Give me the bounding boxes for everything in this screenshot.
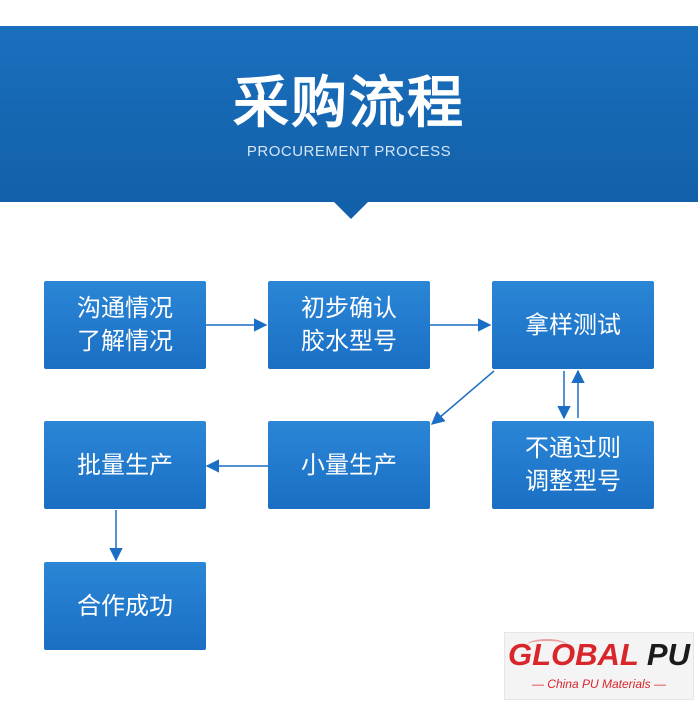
step-sample-label: 拿样测试 bbox=[525, 310, 621, 339]
step-success-label: 合作成功 bbox=[77, 591, 173, 620]
step-understand-label: 沟通情况 了解情况 bbox=[77, 294, 173, 355]
header-banner bbox=[0, 26, 698, 202]
step-small-batch-label: 小量生产 bbox=[301, 450, 397, 479]
step-understand: 沟通情况 了解情况 bbox=[44, 281, 206, 369]
step-confirm: 初步确认 胶水型号 bbox=[268, 281, 430, 369]
arrow-sample-to-small-batch bbox=[430, 370, 495, 425]
header-notch bbox=[333, 201, 369, 219]
brand-logo: GLOBAL PU — China PU Materials — bbox=[504, 632, 694, 700]
page-title: 采购流程 bbox=[233, 71, 465, 136]
step-success: 合作成功 bbox=[44, 562, 206, 650]
step-mass: 批量生产 bbox=[44, 421, 206, 509]
step-adjust-label: 不通过则 调整型号 bbox=[525, 434, 621, 495]
logo-swoosh-icon bbox=[527, 639, 567, 651]
logo-wordmark-dark: PU bbox=[638, 637, 690, 672]
logo-wordmark: GLOBAL PU bbox=[505, 637, 693, 673]
step-adjust: 不通过则 调整型号 bbox=[492, 421, 654, 509]
step-sample: 拿样测试 bbox=[492, 281, 654, 369]
logo-tagline: — China PU Materials — bbox=[531, 677, 667, 691]
step-confirm-label: 初步确认 胶水型号 bbox=[301, 294, 397, 355]
step-small-batch: 小量生产 bbox=[268, 421, 430, 509]
step-mass-label: 批量生产 bbox=[77, 450, 173, 479]
logo-wordmark-red: GLOBAL bbox=[508, 637, 639, 672]
page-subtitle: PROCUREMENT PROCESS bbox=[246, 143, 452, 160]
